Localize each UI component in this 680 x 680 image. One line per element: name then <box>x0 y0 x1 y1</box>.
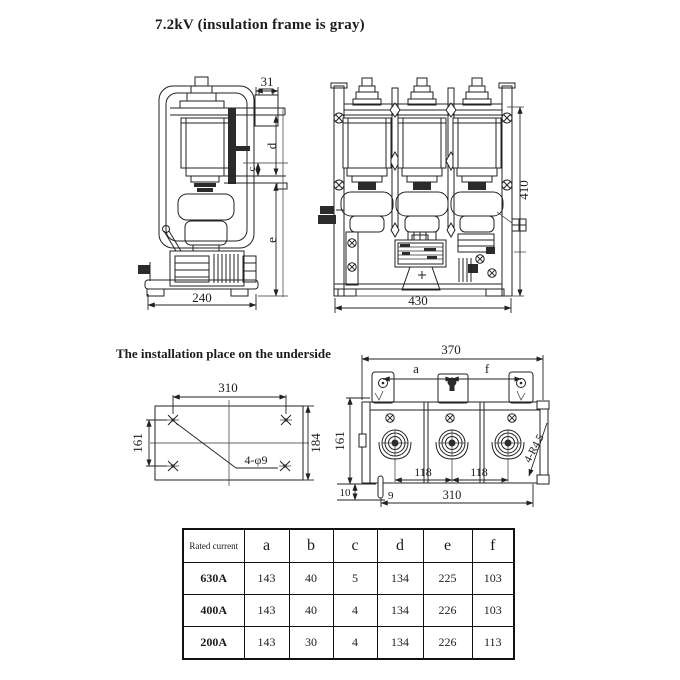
dim-label-430: 430 <box>408 293 428 308</box>
table-row-630a: 630A 143 40 5 134 225 103 <box>182 562 515 595</box>
coil-spring <box>214 254 238 283</box>
rail-bolt-icon <box>333 179 345 191</box>
vacuum-interrupter-pole <box>340 77 394 233</box>
dim-label-240: 240 <box>192 290 212 305</box>
page-title: 7.2kV (insulation frame is gray) <box>155 17 365 33</box>
front-view-drawing: 430 410 <box>318 77 531 313</box>
rail-bolt-icon <box>501 112 513 124</box>
dim-label-118-right: 118 <box>470 465 488 479</box>
dim-label-31: 31 <box>261 74 274 89</box>
table-cell: 226 <box>422 594 473 627</box>
cover-bolt-icon <box>445 413 455 423</box>
table-row-200a: 200A 143 30 4 134 226 113 <box>182 626 515 660</box>
dimension-table: Rated current a b c d e f 630A 143 40 5 … <box>182 528 515 660</box>
dim-label-184: 184 <box>308 433 323 453</box>
dim-label-310-underside: 310 <box>218 380 238 395</box>
table-cell: 40 <box>288 562 334 595</box>
table-header-a: a <box>243 528 290 563</box>
dim-label-161-top: 161 <box>332 431 347 451</box>
table-cell: 40 <box>288 594 334 627</box>
cover-bolt-icon <box>385 413 395 423</box>
row-label: 200A <box>182 626 245 660</box>
table-row-400a: 400A 143 40 4 134 226 103 <box>182 594 515 627</box>
dim-label-9: 9 <box>388 490 394 502</box>
slots-spec-label: 4-R4.5 <box>522 432 547 465</box>
dim-label-10: 10 <box>340 487 352 499</box>
dim-label-f: f <box>485 361 490 376</box>
base-bolt-icon <box>347 262 357 272</box>
table-cell: 4 <box>332 594 378 627</box>
row-label: 400A <box>182 594 245 627</box>
cover-bolt-icon <box>507 413 517 423</box>
underside-view-drawing: 310 161 184 4-φ9 <box>130 380 323 486</box>
table-header-f: f <box>471 528 515 563</box>
holes-spec-label: 4-φ9 <box>245 453 268 467</box>
side-view-drawing: 31 d c e 240 <box>138 74 288 310</box>
table-cell: 30 <box>288 626 334 660</box>
vacuum-interrupter-pole <box>395 77 449 233</box>
table-cell: 103 <box>471 594 515 627</box>
mounting-hole-icon <box>166 460 180 472</box>
underside-caption: The installation place on the underside <box>116 346 331 361</box>
table-cell: 134 <box>376 594 424 627</box>
table-header-c: c <box>332 528 378 563</box>
dim-label-a: a <box>413 361 419 376</box>
rail-bolt-icon <box>501 179 513 191</box>
dim-label-161-underside: 161 <box>130 433 145 453</box>
dim-label-370: 370 <box>441 342 461 357</box>
table-header-d: d <box>376 528 424 563</box>
table-cell: 5 <box>332 562 378 595</box>
terminal-stud-icon <box>491 429 525 460</box>
table-header-row: Rated current a b c d e f <box>182 528 515 563</box>
table-cell: 134 <box>376 562 424 595</box>
table-cell: 143 <box>243 626 290 660</box>
mounting-hole-icon <box>278 460 292 472</box>
dim-label-c: c <box>246 166 258 171</box>
auxiliary-mechanism <box>458 234 497 282</box>
table-cell: 134 <box>376 626 424 660</box>
mounting-hole-icon <box>279 414 293 426</box>
dim-label-310-top: 310 <box>443 488 462 502</box>
nameplate <box>395 235 446 267</box>
dim-label-118-left: 118 <box>414 465 432 479</box>
dim-label-d: d <box>264 142 279 149</box>
base-bolt-icon <box>347 238 357 248</box>
top-view-drawing: 9 370 a f 161 10 118 118 310 4-R4.5 <box>332 342 549 507</box>
table-cell: 113 <box>471 626 515 660</box>
table-cell: 225 <box>422 562 473 595</box>
table-cell: 103 <box>471 562 515 595</box>
table-header-b: b <box>288 528 334 563</box>
table-cell: 4 <box>332 626 378 660</box>
dim-label-e: e <box>264 237 279 243</box>
terminal-stud-icon <box>435 429 469 460</box>
table-cell: 143 <box>243 562 290 595</box>
table-header-e: e <box>422 528 473 563</box>
table-header-rated-current: Rated current <box>182 528 245 563</box>
dim-label-410: 410 <box>516 180 531 200</box>
row-label: 630A <box>182 562 245 595</box>
table-cell: 143 <box>243 594 290 627</box>
vacuum-interrupter-pole <box>450 77 504 233</box>
table-cell: 226 <box>422 626 473 660</box>
terminal-stud-icon <box>378 429 412 460</box>
